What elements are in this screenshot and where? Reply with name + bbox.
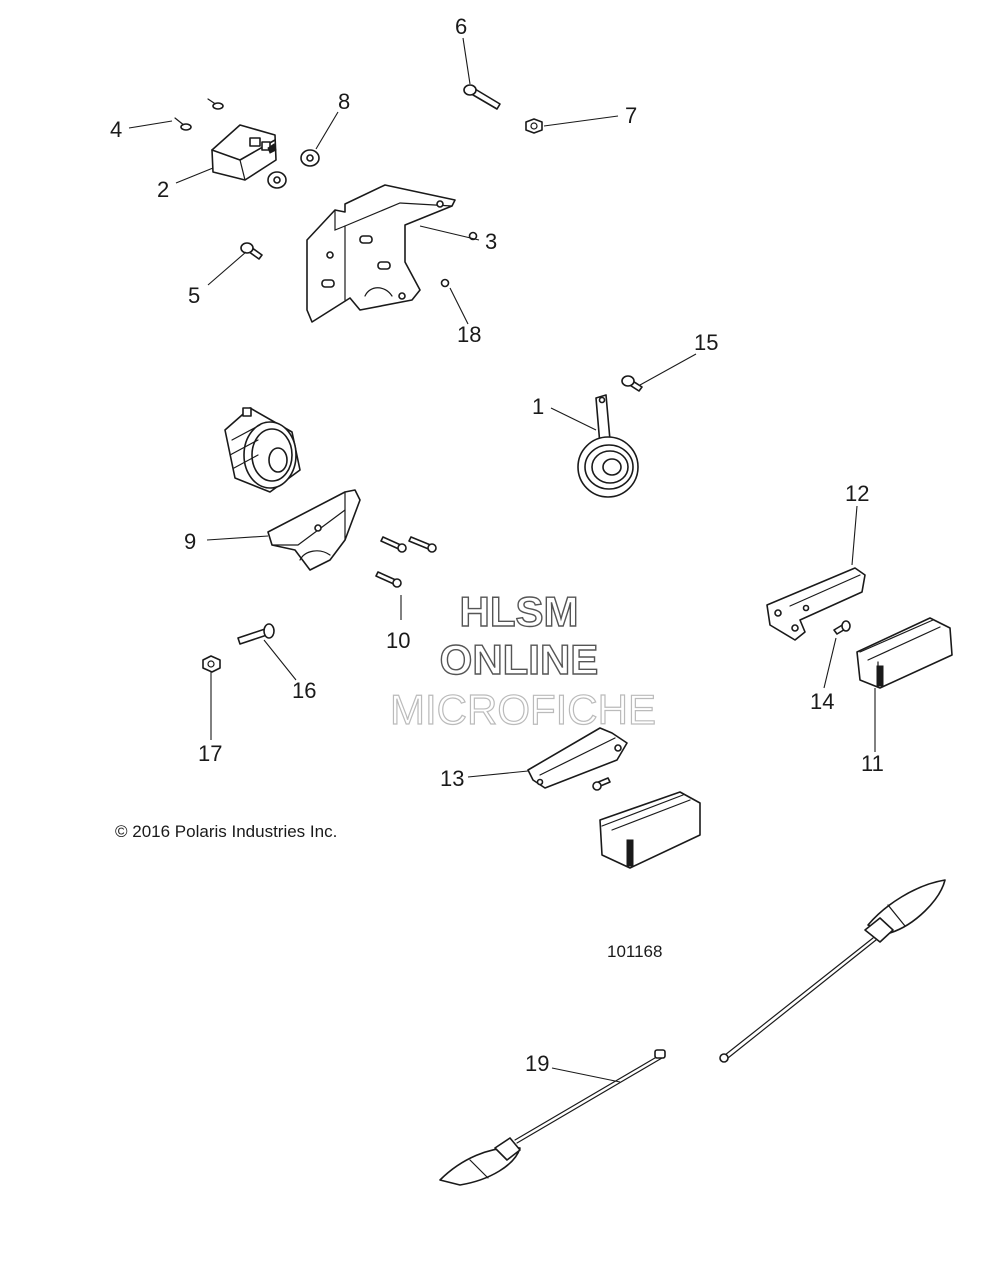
callout-11: 11 [861,751,884,776]
callout-13: 13 [440,766,464,791]
screw-part-15 [621,375,643,392]
callout-19: 19 [525,1051,549,1076]
callout-17: 17 [198,741,222,766]
copyright-text: © 2016 Polaris Industries Inc. [115,822,337,841]
marker-bracket-part [527,727,628,789]
screw-part-14 [833,620,851,635]
callout-4: 4 [110,117,122,142]
callout-8: 8 [338,89,350,114]
callout-15: 15 [694,330,718,355]
callout-2: 2 [157,177,169,202]
spacer-part-8 [267,149,320,189]
screw-part-4 [174,98,224,131]
mounting-bracket-part [306,184,456,323]
callout-3: 3 [485,229,497,254]
screw-part-10 [375,536,437,588]
callout-12: 12 [845,481,869,506]
turn-signal-lower-part [439,1049,666,1186]
horn-part [577,394,639,498]
headlamp-bracket-part [267,489,361,571]
callout-18: 18 [457,322,481,347]
callout-9: 9 [184,529,196,554]
callout-1: 1 [532,394,544,419]
watermark: HLSM ONLINE MICROFICHE [389,587,656,733]
callout-labels: 1 2 3 4 5 6 7 8 9 10 11 12 13 14 15 16 1… [110,14,884,1076]
watermark-line-3: MICROFICHE [390,686,656,733]
headlamp-part [224,407,301,493]
callout-6: 6 [455,14,467,39]
nut-part-17 [202,655,221,673]
bolt-part-16 [237,623,275,645]
callout-5: 5 [188,283,200,308]
nut-part-18 [440,231,478,288]
bolt-part-6 [463,84,501,110]
tail-light-part [856,617,953,689]
watermark-line-1: HLSM [460,588,579,635]
turn-signal-upper-part [719,879,946,1063]
callout-7: 7 [625,103,637,128]
screw-part-5 [240,242,263,260]
tail-light-bracket-part [766,567,866,641]
callout-14: 14 [810,689,834,714]
nut-part-7 [525,118,543,134]
leader-lines [128,37,876,1083]
marker-light-part [599,791,701,869]
figure-id: 101168 [607,942,662,961]
watermark-line-2: ONLINE [440,636,599,683]
callout-10: 10 [386,628,410,653]
callout-16: 16 [292,678,316,703]
screw-marker [592,777,611,791]
relay-module-part [211,124,277,181]
